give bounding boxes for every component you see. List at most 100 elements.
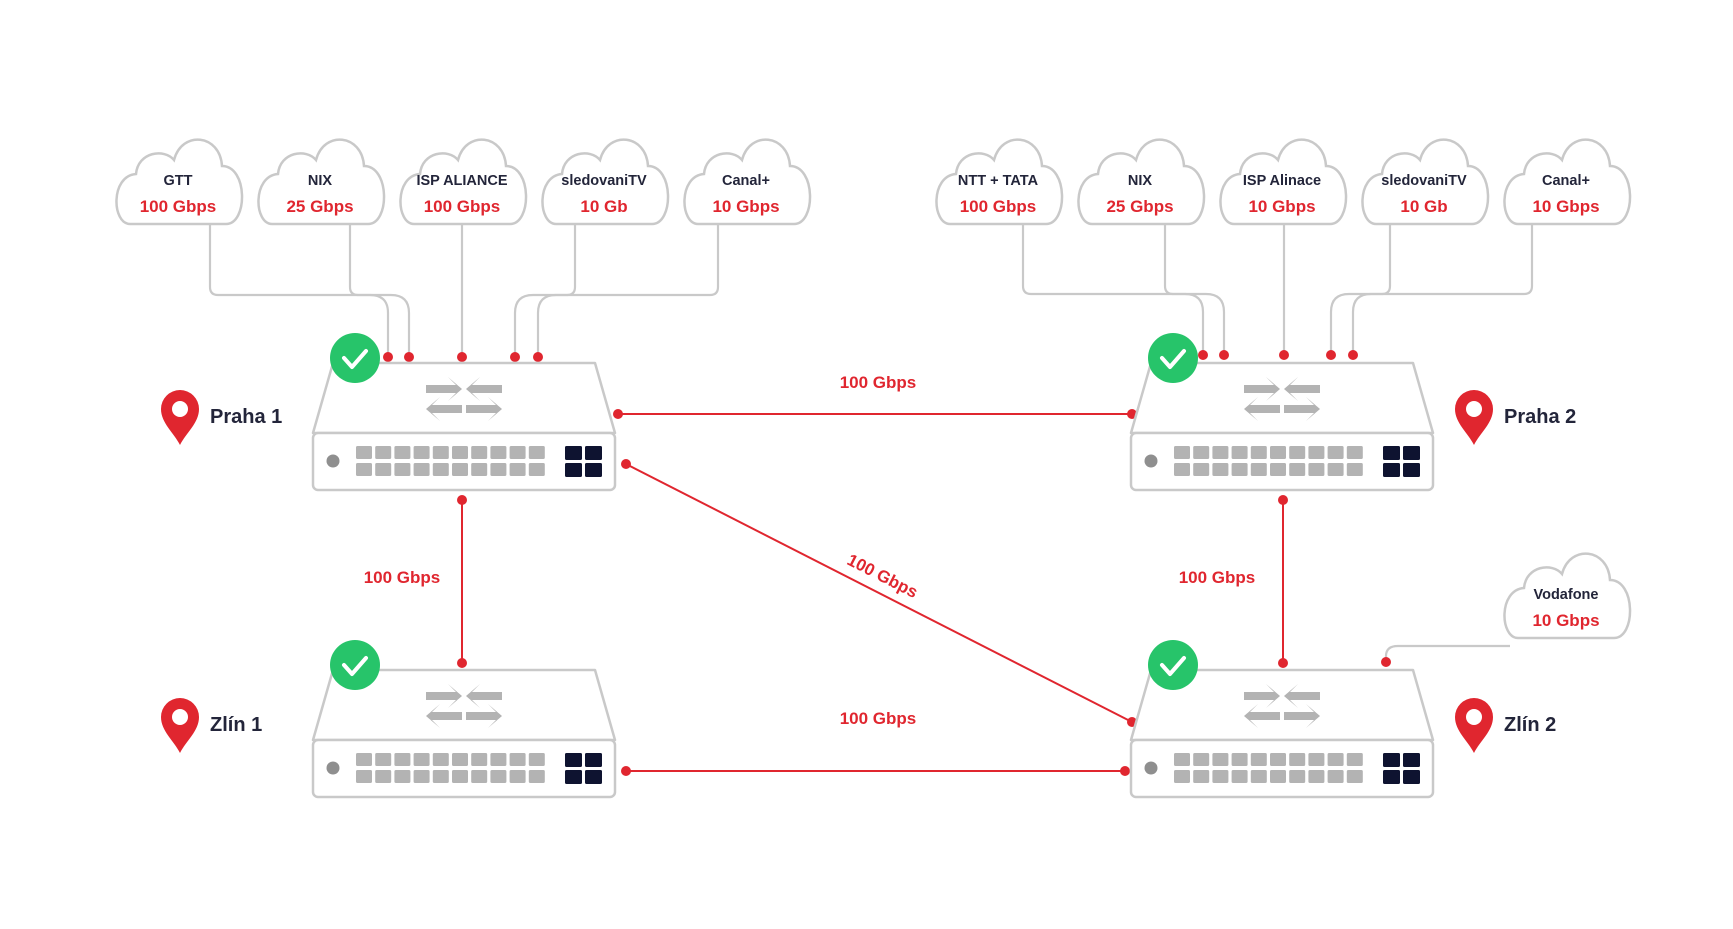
network-switch	[1129, 333, 1435, 492]
link-speed-label: 100 Gbps	[840, 373, 917, 392]
provider-cloud: GTT 100 Gbps	[115, 138, 244, 226]
check-circle-icon	[1148, 640, 1198, 690]
switch-arrows-icon	[426, 377, 502, 421]
uplink-line	[1351, 225, 1534, 355]
uplink-line	[1021, 225, 1205, 355]
uplink-line	[348, 225, 411, 357]
cloud-icon	[115, 138, 244, 226]
link-speed-label: 100 Gbps	[1179, 568, 1256, 587]
backbone-link: 100 Gbps	[364, 495, 467, 668]
link-line	[625, 463, 1133, 723]
map-pin-icon	[161, 698, 199, 753]
uplink-port-dot	[1279, 350, 1289, 360]
check-circle-icon	[1148, 333, 1198, 383]
cloud-name: sledovaniTV	[561, 173, 647, 189]
switch-ports	[356, 446, 545, 476]
switch-arrows-icon	[426, 684, 502, 728]
switch-ports	[356, 753, 545, 783]
site-label: Praha 1	[210, 406, 282, 428]
provider-cloud: NTT + TATA 100 Gbps	[935, 138, 1064, 226]
link-endpoint-dot	[1278, 495, 1288, 505]
cloud-speed: 10 Gb	[580, 197, 627, 216]
map-pin-icon	[1455, 698, 1493, 753]
power-led	[326, 454, 340, 468]
site-label-group: Zlín 1	[161, 698, 262, 753]
cloud-icon	[683, 138, 812, 226]
power-led	[1144, 454, 1158, 468]
switch-front-panel	[311, 738, 617, 799]
power-led	[1144, 761, 1158, 775]
uplink-ports	[565, 753, 602, 784]
map-pin-icon	[161, 390, 199, 445]
uplink-port-dot	[1219, 350, 1229, 360]
backbone-link: 100 Gbps	[621, 709, 1130, 776]
site-label: Zlín 1	[210, 714, 262, 736]
backbone-link: 100 Gbps	[621, 459, 1137, 727]
cloud-name: Canal+	[1542, 173, 1590, 189]
uplink-line	[513, 225, 577, 357]
uplink-port-dot	[533, 352, 543, 362]
switch-front-panel	[1129, 431, 1435, 492]
provider-cloud: sledovaniTV 10 Gb	[541, 138, 670, 226]
network-switch	[1129, 640, 1435, 799]
switch-ports	[1174, 753, 1363, 783]
cloud-name: sledovaniTV	[1381, 173, 1467, 189]
uplink-port-dot	[510, 352, 520, 362]
switches	[311, 333, 1435, 799]
cloud-icon	[399, 138, 528, 226]
uplink-lines	[208, 225, 1534, 667]
cloud-speed: 25 Gbps	[286, 197, 353, 216]
link-speed-label: 100 Gbps	[840, 709, 917, 728]
switch-front-panel	[311, 431, 617, 492]
cloud-icon	[1503, 138, 1632, 226]
cloud-name: NIX	[1128, 173, 1153, 189]
map-pin-icon	[1455, 390, 1493, 445]
provider-cloud: NIX 25 Gbps	[1077, 138, 1206, 226]
cloud-speed: 100 Gbps	[960, 197, 1037, 216]
check-circle-icon	[330, 333, 380, 383]
cloud-speed: 10 Gbps	[1532, 611, 1599, 630]
check-circle-icon	[330, 640, 380, 690]
site-label-group: Praha 2	[1455, 390, 1576, 445]
provider-cloud: Canal+10 Gbps	[683, 138, 812, 226]
cloud-speed: 100 Gbps	[140, 197, 217, 216]
uplink-port-dot	[1326, 350, 1336, 360]
uplink-line	[208, 225, 390, 357]
cloud-name: ISP ALIANCE	[416, 173, 507, 189]
switch-top	[311, 361, 617, 435]
uplink-port-dot	[404, 352, 414, 362]
uplink-line	[1329, 225, 1392, 355]
cloud-speed: 10 Gbps	[1532, 197, 1599, 216]
uplink-port-dot	[383, 352, 393, 362]
link-endpoint-dot	[621, 766, 631, 776]
uplink-port-dot	[1348, 350, 1358, 360]
site-label: Zlín 2	[1504, 714, 1556, 736]
network-switch	[311, 640, 617, 799]
network-switch	[311, 333, 617, 492]
cloud-icon	[935, 138, 1064, 226]
cloud-name: GTT	[164, 173, 193, 189]
switch-top	[1129, 361, 1435, 435]
cloud-icon	[1219, 138, 1348, 226]
cloud-speed: 10 Gbps	[712, 197, 779, 216]
site-label-group: Zlín 2	[1455, 698, 1556, 753]
cloud-icon	[1503, 552, 1632, 640]
cloud-name: NTT + TATA	[958, 173, 1039, 189]
uplink-ports	[1383, 753, 1420, 784]
site-labels: Praha 1 Praha 2 Zlín 1 Zlín 2	[161, 390, 1576, 753]
backbone-link: 100 Gbps	[1179, 495, 1288, 668]
uplink-port-dot	[457, 352, 467, 362]
link-endpoint-dot	[1120, 766, 1130, 776]
cloud-speed: 25 Gbps	[1106, 197, 1173, 216]
uplink-ports	[565, 446, 602, 477]
uplink-port-dot	[1198, 350, 1208, 360]
link-endpoint-dot	[613, 409, 623, 419]
provider-cloud: Canal+ 10 Gbps	[1503, 138, 1632, 226]
uplink-line	[1384, 644, 1510, 662]
